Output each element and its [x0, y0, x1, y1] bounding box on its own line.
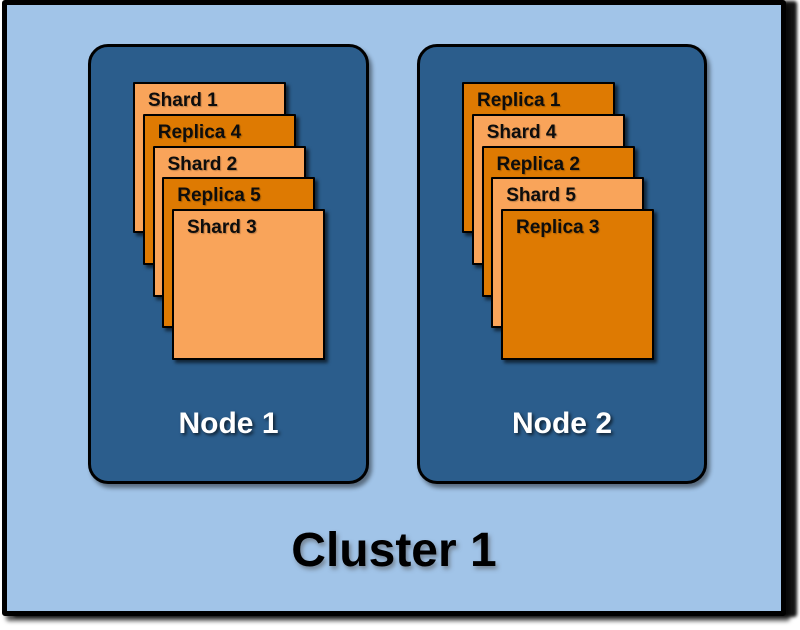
- node-1-label: Node 1: [178, 407, 279, 440]
- card-label: Replica 2: [496, 153, 580, 175]
- card-label: Replica 3: [516, 217, 600, 238]
- card-label: Replica 4: [157, 121, 242, 143]
- node-1-card-stack: Shard 1 Replica 4 Shard 2 Replica 5 Shard 3: [133, 82, 333, 372]
- card-label: Shard 2: [167, 153, 238, 175]
- node-2-card-stack: Replica 1 Shard 4 Replica 2 Shard 5 Replica …: [462, 82, 662, 372]
- card-label: Shard 3: [187, 217, 257, 238]
- node-2-label: Node 2: [511, 407, 613, 440]
- card-label: Replica 1: [477, 90, 561, 111]
- card-label: Shard 4: [486, 121, 557, 143]
- cluster-label: Cluster 1: [291, 524, 497, 577]
- card-replica-3: Replica 3: [501, 209, 654, 360]
- card-label: Shard 5: [506, 185, 576, 207]
- card-label: Replica 5: [177, 185, 261, 207]
- node-2-box: Replica 1 Shard 4 Replica 2 Shard 5 Replica …: [417, 44, 707, 484]
- card-shard-3: Shard 3: [172, 209, 325, 360]
- card-label: Shard 1: [148, 90, 218, 111]
